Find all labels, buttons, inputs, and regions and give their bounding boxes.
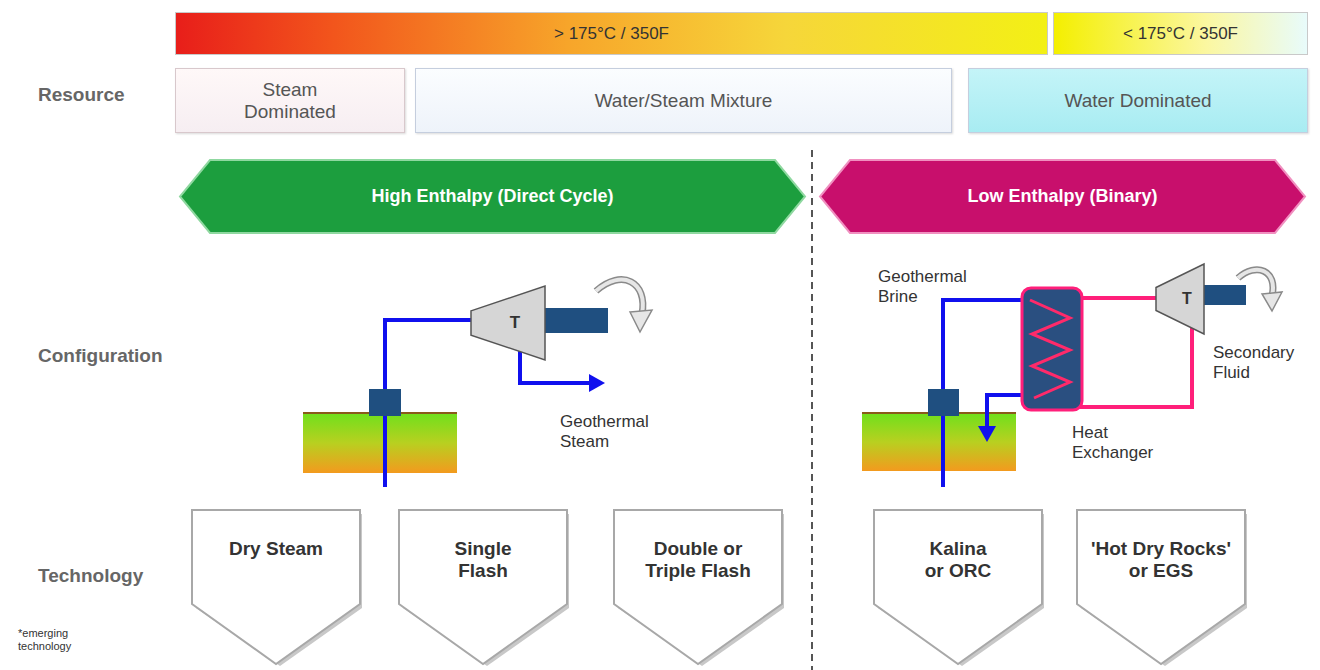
- resource-box: Water/Steam Mixture: [415, 68, 952, 133]
- callout-label: Heat Exchanger: [1072, 423, 1182, 462]
- exchanger-coil: [1030, 300, 1070, 398]
- turbine-symbol: T: [1155, 263, 1205, 335]
- node-text: Kalina or ORC: [923, 538, 993, 582]
- turbine-outline: [471, 286, 545, 360]
- shield-shape: [1075, 508, 1247, 666]
- node-text: > 175°C / 350F: [554, 24, 669, 44]
- technology-shield: Double or Triple Flash: [612, 508, 784, 666]
- secondary-loop: [1080, 325, 1192, 407]
- enthalpy-arrow: Low Enthalpy (Binary): [820, 160, 1305, 233]
- node-text: T: [1182, 290, 1192, 308]
- temperature-band: > 175°C / 350F: [175, 12, 1048, 55]
- node-text: Water Dominated: [1064, 90, 1211, 112]
- shield-outline: [1077, 510, 1245, 664]
- resource-box: Steam Dominated: [175, 68, 405, 133]
- turbine-symbol: T: [470, 285, 546, 361]
- callout-label: Secondary Fluid: [1213, 343, 1313, 382]
- row-label: Technology: [38, 565, 143, 587]
- resource-box: Water Dominated: [968, 68, 1308, 133]
- arrow-outline: [180, 160, 805, 233]
- heat-exchanger: [1022, 288, 1082, 410]
- temperature-band: < 175°C / 350F: [1053, 12, 1308, 55]
- wellhead: [369, 389, 401, 416]
- shield-outline: [614, 510, 782, 664]
- node-text: Double or Triple Flash: [643, 538, 753, 582]
- ground-block: [303, 413, 457, 473]
- technology-shield: Single Flash: [397, 508, 569, 666]
- node-text: Low Enthalpy (Binary): [967, 186, 1157, 207]
- wellhead: [928, 389, 959, 416]
- rotation-arrow: [1238, 270, 1273, 296]
- shield-outline: [399, 510, 567, 664]
- node-text: Single Flash: [433, 538, 533, 582]
- rotation-arrow-inner: [1238, 270, 1273, 296]
- divider-line: [811, 150, 813, 670]
- node-text: Steam Dominated: [228, 79, 353, 123]
- shield-shape: [397, 508, 569, 666]
- shield-shape: [872, 508, 1044, 666]
- turbine-shape: [1155, 263, 1205, 335]
- shield-outline: [192, 510, 360, 664]
- node-text: 'Hot Dry Rocks' or EGS: [1081, 538, 1241, 582]
- turbine-outline: [1156, 264, 1204, 334]
- turbine-shaft: [1204, 285, 1246, 305]
- callout-label: Geothermal Brine: [878, 267, 978, 306]
- ground-block: [862, 413, 1016, 471]
- turbine-shape: [470, 285, 546, 361]
- rotation-arrow-inner: [596, 280, 643, 314]
- node-text: < 175°C / 350F: [1123, 24, 1238, 44]
- secondary-loop: [1080, 296, 1162, 300]
- row-label: Resource: [38, 84, 125, 106]
- footnote: *emerging technology: [18, 627, 98, 652]
- arrow-outline: [820, 160, 1305, 233]
- shield-shape: [190, 508, 362, 666]
- enthalpy-arrow: High Enthalpy (Direct Cycle): [180, 160, 805, 233]
- rotation-arrowhead: [630, 310, 652, 332]
- brine-return-arrowhead: [978, 426, 996, 442]
- exhaust-arrowhead: [589, 374, 605, 392]
- technology-shield: 'Hot Dry Rocks' or EGS: [1075, 508, 1247, 666]
- shield-shape: [612, 508, 784, 666]
- turbine-shaft: [545, 308, 608, 333]
- node-text: Water/Steam Mixture: [595, 90, 773, 112]
- technology-shield: Dry Steam: [190, 508, 362, 666]
- technology-shield: Kalina or ORC: [872, 508, 1044, 666]
- shield-outline: [874, 510, 1042, 664]
- node-text: T: [510, 313, 520, 333]
- node-text: High Enthalpy (Direct Cycle): [371, 186, 613, 207]
- callout-label: Geothermal Steam: [560, 412, 680, 451]
- row-label: Configuration: [38, 345, 163, 367]
- brine-return: [987, 395, 1024, 428]
- node-text: Dry Steam: [229, 538, 323, 560]
- rotation-arrow: [596, 280, 643, 314]
- rotation-arrowhead: [1262, 292, 1282, 311]
